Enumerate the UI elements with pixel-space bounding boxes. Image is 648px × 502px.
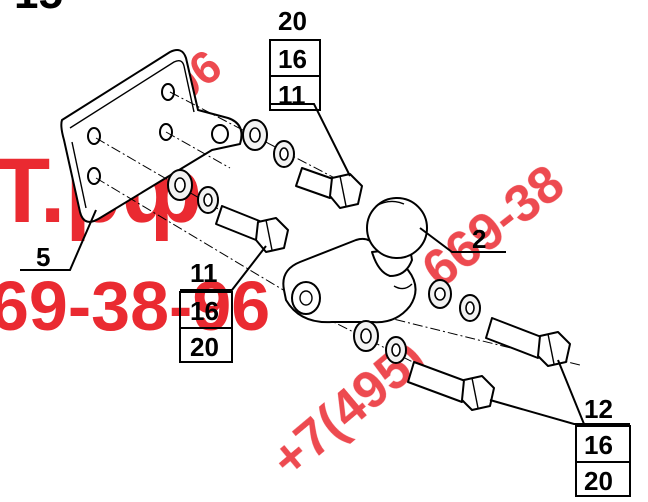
bolt-br-line3: 20: [584, 466, 613, 496]
bolt-mid: [215, 205, 289, 253]
bolt-top-line1: 20: [278, 6, 307, 36]
callout-bolt-mid: 11 16 20: [179, 258, 233, 363]
watermark-phone-diag-bottom: +7(495): [260, 329, 436, 490]
bolt-br-line1: 12: [584, 394, 613, 424]
bolt-lower-left: [407, 361, 495, 411]
ball-mount: [282, 197, 428, 324]
bolt-mid-line3: 20: [190, 332, 219, 362]
bolt-top-line3: 11: [278, 80, 306, 110]
washer-group-lower-left: [353, 320, 407, 364]
callout-part2: 2: [472, 224, 486, 254]
washer-group-top: [242, 119, 295, 168]
watermark-phone-diag-right: 669-38: [412, 154, 575, 299]
callout-bolt-bottom-right: 12 16 20: [575, 394, 631, 497]
washer-group-mid: [167, 169, 219, 214]
bolt-mid-line2: 16: [190, 296, 219, 326]
bolt-mid-line1: 11: [190, 258, 218, 288]
bolt-top: [295, 167, 363, 209]
figure-number: 15: [14, 0, 63, 18]
leader-lines: [20, 103, 630, 425]
bolt-top-line2: 16: [278, 44, 307, 74]
bolt-br-line2: 16: [584, 430, 613, 460]
washer-group-lower-right: [428, 279, 481, 322]
mounting-plate: [60, 49, 243, 223]
callout-bolt-top: 20 16 11: [269, 6, 321, 111]
callout-part5: 5: [36, 242, 50, 272]
watermark-phone-left: 69-38-96: [0, 267, 270, 345]
bolt-lower-right: [485, 317, 571, 367]
